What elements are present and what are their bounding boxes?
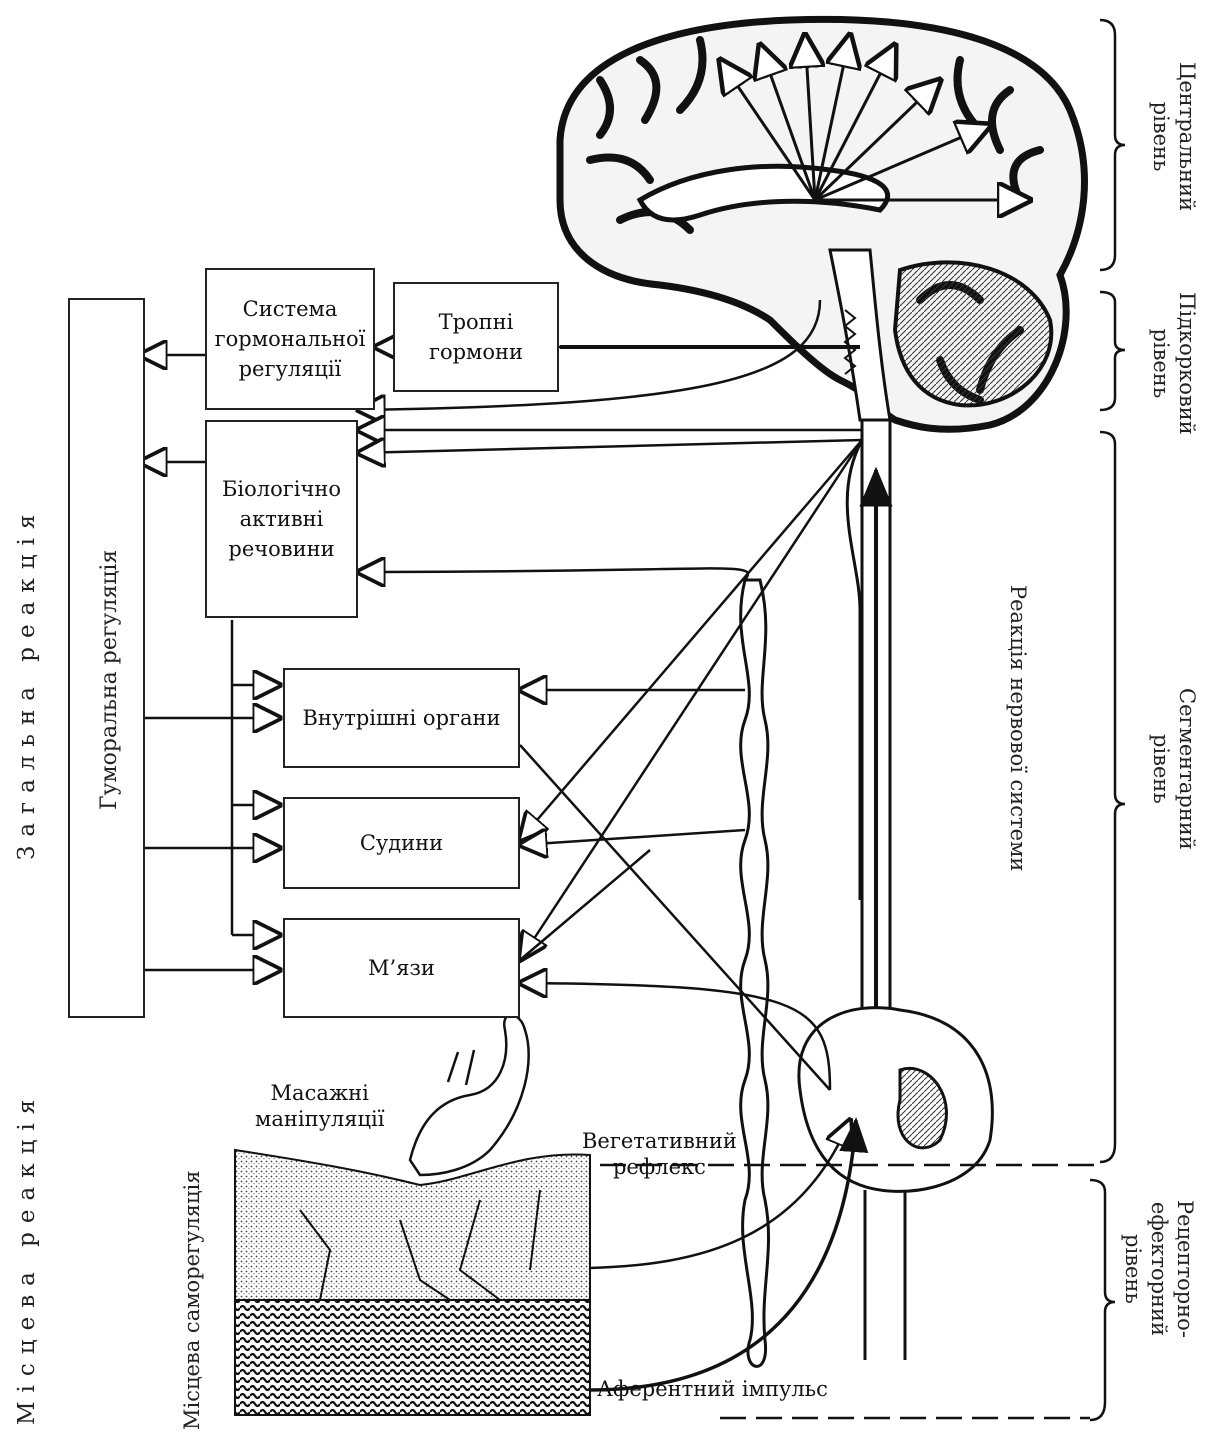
internal-organs-label: Внутрішні органи: [302, 703, 500, 733]
muscles-box: М’язи: [283, 918, 520, 1018]
massage-manipulations-label: Масажні маніпуляції: [255, 1080, 384, 1132]
local-selfregulation-label: Місцева саморегуляція: [180, 1171, 204, 1430]
general-reaction-label: Загальна реакція: [14, 506, 40, 860]
bracket-receptor: [1090, 1180, 1115, 1420]
bracket-central: [1100, 20, 1125, 270]
humoral-regulation-box: Гуморальна регуляція: [68, 298, 145, 1018]
vessels-label: Судини: [360, 828, 443, 858]
bracket-subcortical: [1100, 292, 1125, 410]
central-level-label: Центральний рівень: [1148, 62, 1200, 211]
vegetative-reflex-label: Вегетативний рефлекс: [582, 1128, 737, 1180]
hormone-system-label: Система гормональної регуляції: [215, 294, 366, 384]
brain-illustration: [560, 19, 1084, 429]
skin-tissue: [235, 1150, 590, 1415]
massage-hand-icon: [410, 1015, 529, 1175]
sympathetic-chain: [741, 580, 769, 1366]
receptor-effector-level-label: Рецепторно- ефекторний рівень: [1120, 1200, 1198, 1338]
vessels-box: Судини: [283, 797, 520, 889]
bracket-segmental: [1100, 432, 1125, 1162]
subcortical-level-label: Підкорковий рівень: [1148, 292, 1200, 435]
nervous-system-reaction-label: Реакція нервової системи: [1006, 585, 1030, 871]
hormone-system-box: Система гормональної регуляції: [205, 268, 375, 410]
local-reaction-label: Місцева реакція: [14, 1091, 40, 1425]
muscles-label: М’язи: [368, 953, 435, 983]
bioactive-substances-box: Біологічно активні речовини: [205, 420, 358, 618]
afferent-impulse-label: Аферентний імпульс: [597, 1376, 828, 1402]
segmental-level-label: Сегментарний рівень: [1148, 688, 1200, 850]
tropic-hormones-box: Тропні гормони: [393, 282, 559, 392]
bioactive-substances-label: Біологічно активні речовини: [222, 474, 341, 564]
tropic-hormones-label: Тропні гормони: [429, 307, 523, 367]
humoral-regulation-label: Гуморальна регуляція: [95, 550, 125, 810]
internal-organs-box: Внутрішні органи: [283, 668, 520, 768]
